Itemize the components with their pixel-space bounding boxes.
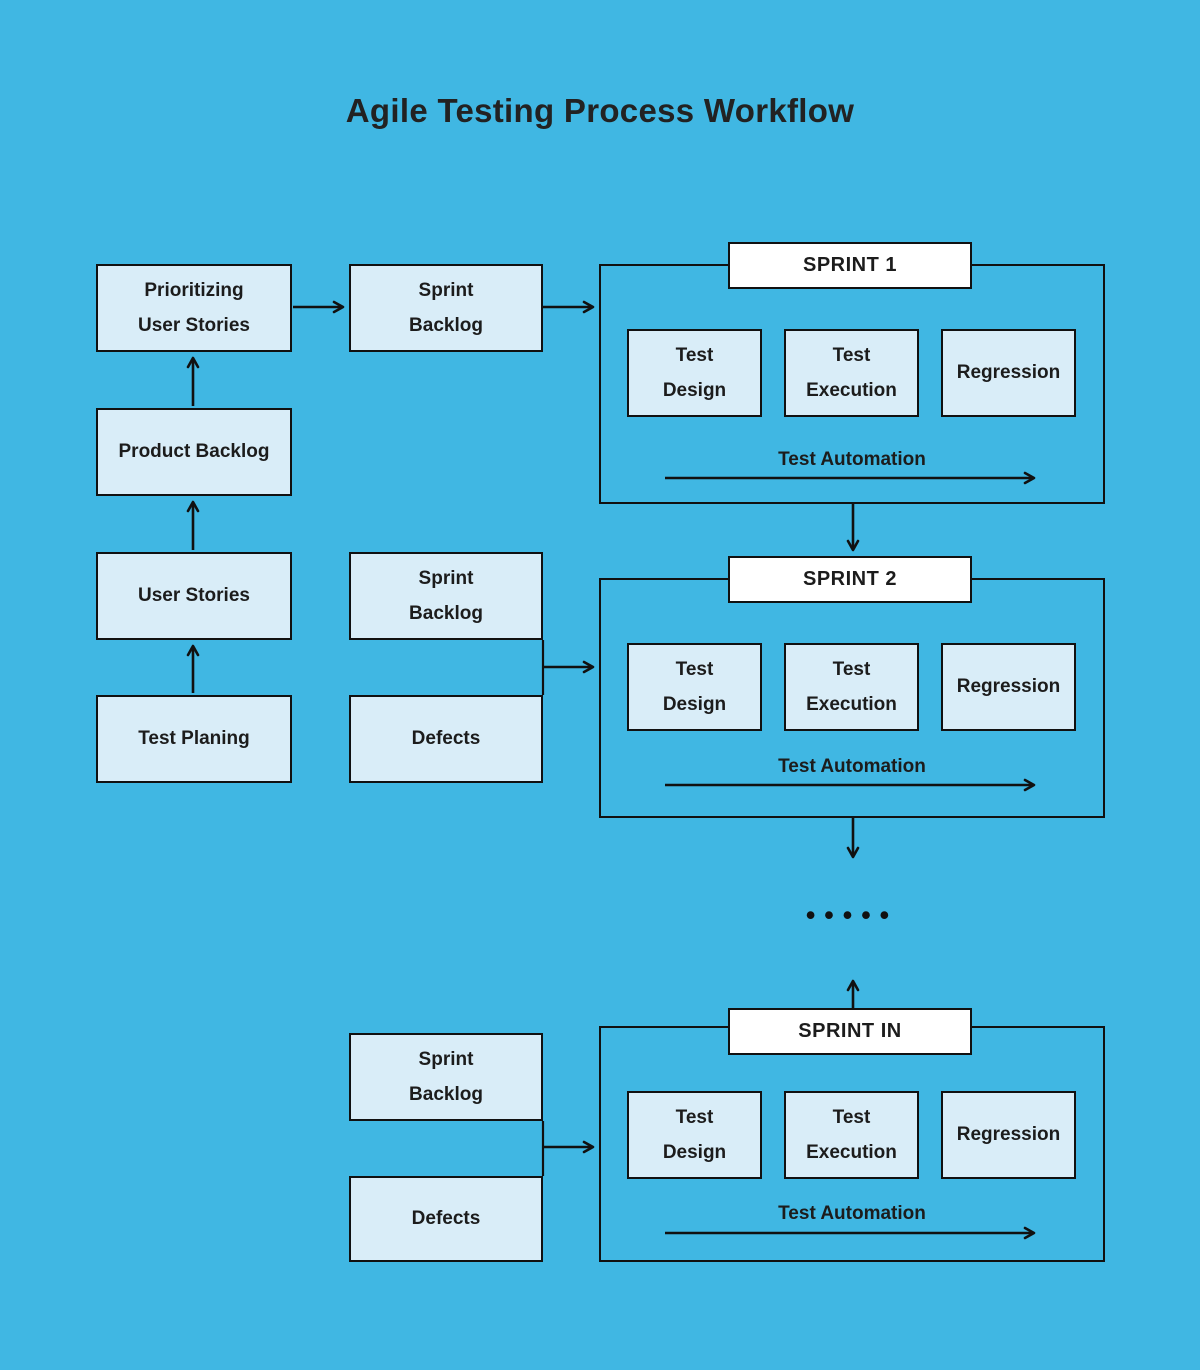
sprint1-task-test-execution: Test Execution [784, 329, 919, 417]
sprint-in-task-test-execution: Test Execution [784, 1091, 919, 1179]
sprint1-header: SPRINT 1 [728, 242, 972, 289]
node-sprint-backlog-2: Sprint Backlog [349, 552, 543, 640]
sprint1-test-automation-label: Test Automation [778, 449, 926, 470]
sprint2-task-test-execution: Test Execution [784, 643, 919, 731]
sprint-in-task-test-design: Test Design [627, 1091, 762, 1179]
sprint-ellipsis: ••••• [805, 900, 899, 930]
sprint2-task-regression: Regression [941, 643, 1076, 731]
node-product-backlog: Product Backlog [96, 408, 292, 496]
node-defects-3: Defects [349, 1176, 543, 1262]
sprint-in-test-automation-label: Test Automation [778, 1203, 926, 1224]
node-sprint-backlog-3: Sprint Backlog [349, 1033, 543, 1121]
node-user-stories: User Stories [96, 552, 292, 640]
sprint-in-task-regression: Regression [941, 1091, 1076, 1179]
sprint2-test-automation-label: Test Automation [778, 756, 926, 777]
node-sprint-backlog-1: Sprint Backlog [349, 264, 543, 352]
sprint2-task-test-design: Test Design [627, 643, 762, 731]
node-prioritizing-user-stories: Prioritizing User Stories [96, 264, 292, 352]
node-defects-2: Defects [349, 695, 543, 783]
sprint1-task-test-design: Test Design [627, 329, 762, 417]
diagram-title: Agile Testing Process Workflow [345, 92, 855, 129]
sprint1-task-regression: Regression [941, 329, 1076, 417]
sprint-in-header: SPRINT IN [728, 1008, 972, 1055]
node-test-planing: Test Planing [96, 695, 292, 783]
sprint2-header: SPRINT 2 [728, 556, 972, 603]
